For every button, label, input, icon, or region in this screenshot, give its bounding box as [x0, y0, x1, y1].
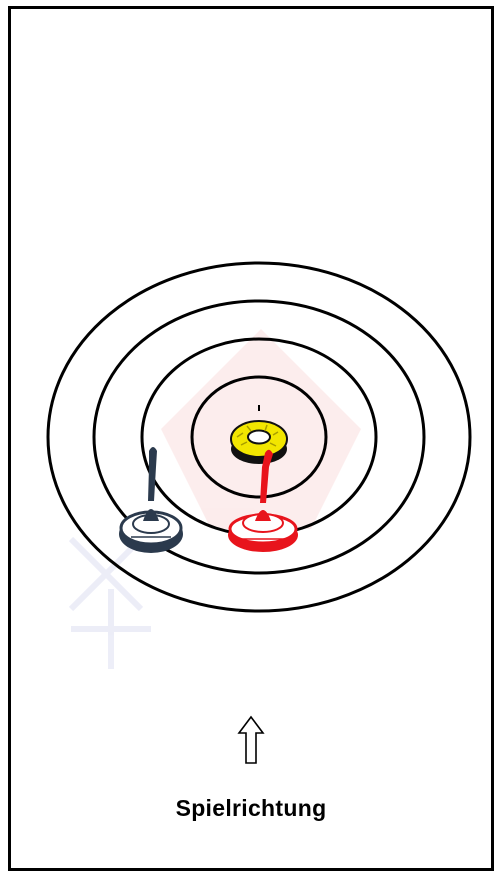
- up-arrow-icon: [11, 709, 491, 769]
- arrow-container: [11, 709, 491, 774]
- curling-stock-blue: [119, 447, 183, 553]
- play-direction-label: Spielrichtung: [11, 795, 491, 822]
- yellow-ring-target: [231, 421, 287, 464]
- diagram-frame: Spielrichtung: [8, 6, 494, 871]
- watermark: [71, 329, 361, 669]
